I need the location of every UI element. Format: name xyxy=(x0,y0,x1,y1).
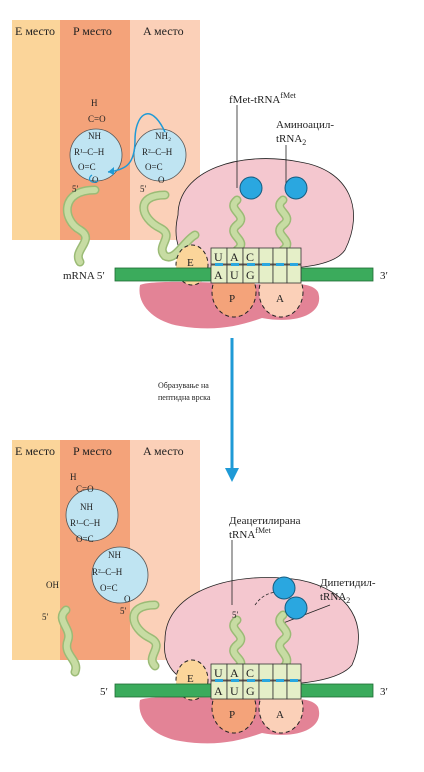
e-site-label: E место xyxy=(15,24,55,38)
aminoacyl-label-2: tRNA2 xyxy=(276,133,306,147)
a-co: O=C xyxy=(145,162,163,172)
top-panel: E место P место A место H C=O NH R¹–C–H … xyxy=(12,20,388,329)
p-o: O xyxy=(92,175,99,185)
p-five: 5′ xyxy=(72,184,79,194)
p-nh: NH xyxy=(88,131,101,141)
dipeptidyl-label-2: tRNA2 xyxy=(320,591,350,605)
b-nh: NH xyxy=(80,502,93,512)
p-site-label-2: P место xyxy=(73,444,112,458)
p-aminoacid-circle-2 xyxy=(65,488,119,542)
codon-base-3-2: G xyxy=(246,684,255,698)
b-five-l: 5′ xyxy=(42,612,49,622)
a-five: 5′ xyxy=(140,184,147,194)
p-h: H xyxy=(91,98,98,108)
codon-base-3: G xyxy=(246,268,255,282)
codon-base-2: U xyxy=(230,268,239,282)
a-dipeptide-circle-2 xyxy=(91,546,149,604)
p-co: O=C xyxy=(78,162,96,172)
p-cto: C=O xyxy=(88,114,106,124)
a-aminoacid-circle xyxy=(133,128,187,182)
bottom-panel: E место P место A место H C=O NH R¹–C–H … xyxy=(12,440,388,744)
deacyl-label-2: tRNAfMet xyxy=(229,526,272,541)
attack-arrow xyxy=(107,113,166,173)
b-co: O=C xyxy=(76,534,94,544)
codon-base-1-2: A xyxy=(214,684,223,698)
mrna-label: mRNA 5′ xyxy=(63,270,105,282)
b-r2: R²–C–H xyxy=(92,567,123,577)
codon-row: A U G xyxy=(210,264,302,284)
ball-p xyxy=(239,176,263,200)
anticodon-base-1-2: U xyxy=(214,666,223,680)
codon-base-1: A xyxy=(214,268,223,282)
anticodon-base-2-2: A xyxy=(230,666,239,680)
p-aminoacid-circle xyxy=(69,128,123,182)
aminoacyl-trna-text: tRNA xyxy=(276,133,302,145)
deacyl-trna-text: tRNA xyxy=(229,529,255,541)
site-a-letter: A xyxy=(276,293,284,305)
site-a-letter-2: A xyxy=(276,709,284,721)
arrow-label-1: Образување на xyxy=(158,381,209,390)
site-p-letter-2: P xyxy=(229,709,235,721)
a-o: O xyxy=(158,175,165,185)
a-r: R²–C–H xyxy=(142,147,173,157)
p-r: R¹–C–H xyxy=(74,147,105,157)
deacyl-sup: fMet xyxy=(255,526,271,535)
site-e-letter: E xyxy=(187,257,194,269)
dipeptidyl-sub: 2 xyxy=(346,596,350,605)
aminoacyl-label-1: Аминоацил- xyxy=(276,119,334,131)
b-nh2: NH xyxy=(108,550,121,560)
ball-bottom-2 xyxy=(284,596,308,620)
mrna-5prime-2: 5′ xyxy=(100,686,108,698)
b-o: O xyxy=(124,594,131,604)
a-nh2: NH₂ xyxy=(155,131,171,141)
dipeptidyl-label-1: Дипетидил- xyxy=(320,577,376,589)
fmet-trna-text: fMet-tRNA xyxy=(229,94,280,106)
codon-row-2: A U G xyxy=(210,680,302,700)
anticodon-row-2: U A C xyxy=(210,663,302,681)
anticodon-base-3: C xyxy=(246,250,254,264)
deacyl-label-1: Деацетилирана xyxy=(229,515,301,527)
site-p-letter: P xyxy=(229,293,235,305)
five-small-2: 5′ xyxy=(232,610,239,620)
a-site-label: A место xyxy=(143,24,184,38)
e-site-column-2 xyxy=(12,440,60,660)
b-oh: OH xyxy=(46,580,59,590)
fmet-trna-sup: fMet xyxy=(280,91,296,100)
arrow-label-2: пептидна врска xyxy=(158,393,211,402)
mrna-3prime-2: 3′ xyxy=(380,686,388,698)
codon-base-2-2: U xyxy=(230,684,239,698)
fmet-trna-label: fMet-tRNAfMet xyxy=(229,91,297,106)
b-r: R¹–C–H xyxy=(70,518,101,528)
process-arrow: Образување на пептидна врска xyxy=(158,338,239,482)
site-e-letter-2: E xyxy=(187,673,194,685)
anticodon-base-1: U xyxy=(214,250,223,264)
aminoacyl-sub: 2 xyxy=(302,138,306,147)
p-site-label: P место xyxy=(73,24,112,38)
e-site-label-2: E место xyxy=(15,444,55,458)
anticodon-base-3-2: C xyxy=(246,666,254,680)
ball-a xyxy=(284,176,308,200)
dipeptidyl-trna-text: tRNA xyxy=(320,591,346,603)
ball-top-2 xyxy=(272,576,296,600)
mrna-3prime: 3′ xyxy=(380,270,388,282)
b-five-r: 5′ xyxy=(120,606,127,616)
anticodon-base-2: A xyxy=(230,250,239,264)
a-site-label-2: A место xyxy=(143,444,184,458)
b-cto: C=O xyxy=(76,484,94,494)
b-h: H xyxy=(70,472,77,482)
e-site-column xyxy=(12,20,60,240)
anticodon-row: U A C xyxy=(210,247,302,265)
b-co2: O=C xyxy=(100,583,118,593)
